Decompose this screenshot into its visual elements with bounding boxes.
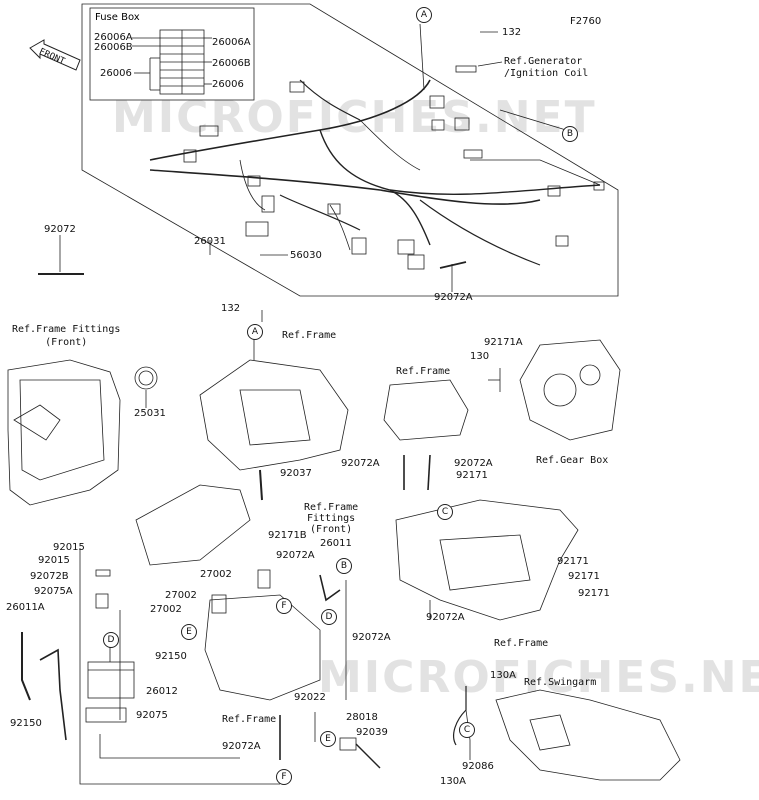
ref-label: Ref.Frame Fittings (Front) (12, 324, 121, 348)
fuse-label-right-26006B: 26006B (212, 58, 251, 69)
part-label: 27002 (200, 569, 232, 580)
part-label: 26011 (320, 538, 352, 549)
part-label: 92150 (10, 718, 42, 729)
part-label: 92072B (30, 571, 69, 582)
callout-b-top: B (562, 126, 578, 142)
part-label: 92072A (341, 458, 380, 469)
callout-a-mid: A (247, 324, 263, 340)
part-label: 92072A (426, 612, 465, 623)
ref-label: Ref.Swingarm (524, 677, 597, 688)
part-label: 92015 (53, 542, 85, 553)
watermark-top: MICROFICHES.NET (112, 92, 597, 143)
callout-f-mid: F (276, 598, 292, 614)
figure-code: F2760 (570, 16, 602, 27)
fuse-label-right-26006: 26006 (212, 79, 244, 90)
fuse-label-right-26006A: 26006A (212, 37, 251, 48)
part-label: 92171A (484, 337, 523, 348)
part-label: 92072A (434, 292, 473, 303)
part-label: 92086 (462, 761, 494, 772)
part-label: 28018 (346, 712, 378, 723)
part-label: 56030 (290, 250, 322, 261)
part-label: 130 (470, 351, 490, 362)
part-label: 92072A (352, 632, 391, 643)
callout-a-top: A (416, 7, 432, 23)
part-label: 92075A (34, 586, 73, 597)
callout-d-mid: D (321, 609, 337, 625)
part-label: 26011A (6, 602, 45, 613)
part-label: 92037 (280, 468, 312, 479)
callout-d-battery: D (103, 632, 119, 648)
ref-label: Ref.Generator /Ignition Coil (504, 56, 589, 79)
part-label: 92015 (38, 555, 70, 566)
part-label: 92072A (454, 458, 493, 469)
part-label: 25031 (134, 408, 166, 419)
part-label: 27002 (165, 590, 197, 601)
fuse-label-left-26006: 26006 (100, 68, 132, 79)
part-label: 26012 (146, 686, 178, 697)
callout-c-bottom: C (459, 722, 475, 738)
fuse-label-left-26006B: 26006B (94, 42, 133, 53)
callout-e-bottom: E (320, 731, 336, 747)
fuse-label-left-26006A: 26006A (94, 32, 133, 43)
part-label: 26031 (194, 236, 226, 247)
ref-label: Ref.Gear Box (536, 455, 609, 466)
part-label: 27002 (150, 604, 182, 615)
callout-b-mid: B (336, 558, 352, 574)
callout-f-bottom: F (276, 769, 292, 785)
ref-label: Ref.Frame Fittings (Front) (304, 502, 359, 535)
part-label: 92171 (456, 470, 488, 481)
ref-label: Ref.Frame (396, 366, 451, 377)
part-label: 132 (502, 27, 522, 38)
watermark-bottom: MICROFICHES.NET (318, 652, 759, 703)
harness-panel-outline (81, 3, 619, 297)
part-label: 92072 (44, 224, 76, 235)
callout-e-mid: E (181, 624, 197, 640)
callout-c-mid: C (437, 504, 453, 520)
part-label: 92022 (294, 692, 326, 703)
part-label: 92171B (268, 530, 307, 541)
part-label: 130A (490, 670, 516, 681)
part-label: 130A (440, 776, 466, 787)
fuse-box-title: Fuse Box (95, 12, 140, 23)
ref-label: Ref.Frame (282, 330, 337, 341)
part-label: 92072A (222, 741, 261, 752)
part-label: 92072A (276, 550, 315, 561)
part-label: 92150 (155, 651, 187, 662)
part-label: 92171 (557, 556, 589, 567)
fuse-box-frame (89, 7, 255, 101)
part-label: 92039 (356, 727, 388, 738)
part-label: 92075 (136, 710, 168, 721)
ref-label: Ref.Frame (222, 714, 277, 725)
ref-label: Ref.Frame (494, 638, 549, 649)
part-label: 132 (221, 303, 241, 314)
part-label: 92171 (578, 588, 610, 599)
part-label: 92171 (568, 571, 600, 582)
